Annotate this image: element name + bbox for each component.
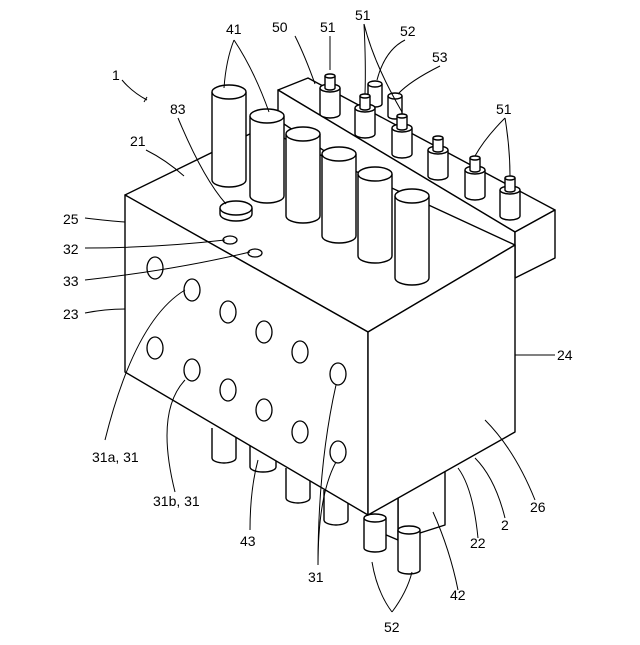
cylinder-3	[286, 127, 320, 223]
hole-33	[248, 249, 262, 257]
label-51c: 51	[496, 101, 512, 117]
label-42: 42	[450, 587, 466, 603]
cylinder-2	[250, 109, 284, 203]
label-22: 22	[470, 535, 486, 551]
label-53: 53	[432, 49, 448, 65]
label-41: 41	[226, 21, 242, 37]
label-32: 32	[63, 241, 79, 257]
cylinder-5	[358, 167, 392, 263]
label-24: 24	[557, 347, 573, 363]
label-33: 33	[63, 273, 79, 289]
cylinder-6	[395, 189, 429, 285]
label-25: 25	[63, 211, 79, 227]
label-2: 2	[501, 517, 509, 533]
label-26: 26	[530, 499, 546, 515]
cylinder-1	[212, 85, 246, 187]
label-51b: 51	[355, 7, 371, 23]
label-50: 50	[272, 19, 288, 35]
cylinder-4	[322, 147, 356, 243]
label-21: 21	[130, 133, 146, 149]
label-23: 23	[63, 306, 79, 322]
label-52-top: 52	[400, 23, 416, 39]
label-1: 1	[112, 67, 120, 83]
pin-51-5	[465, 156, 485, 200]
label-31: 31	[308, 569, 324, 585]
hole-32	[223, 236, 237, 244]
label-51a: 51	[320, 19, 336, 35]
label-31a: 31a, 31	[92, 449, 139, 465]
label-31b: 31b, 31	[153, 493, 200, 509]
pin-51-1	[320, 74, 340, 118]
label-83: 83	[170, 101, 186, 117]
label-43: 43	[240, 533, 256, 549]
label-52-bottom: 52	[384, 619, 400, 635]
pin-51-3	[392, 114, 412, 158]
pin-51-4	[428, 136, 448, 180]
